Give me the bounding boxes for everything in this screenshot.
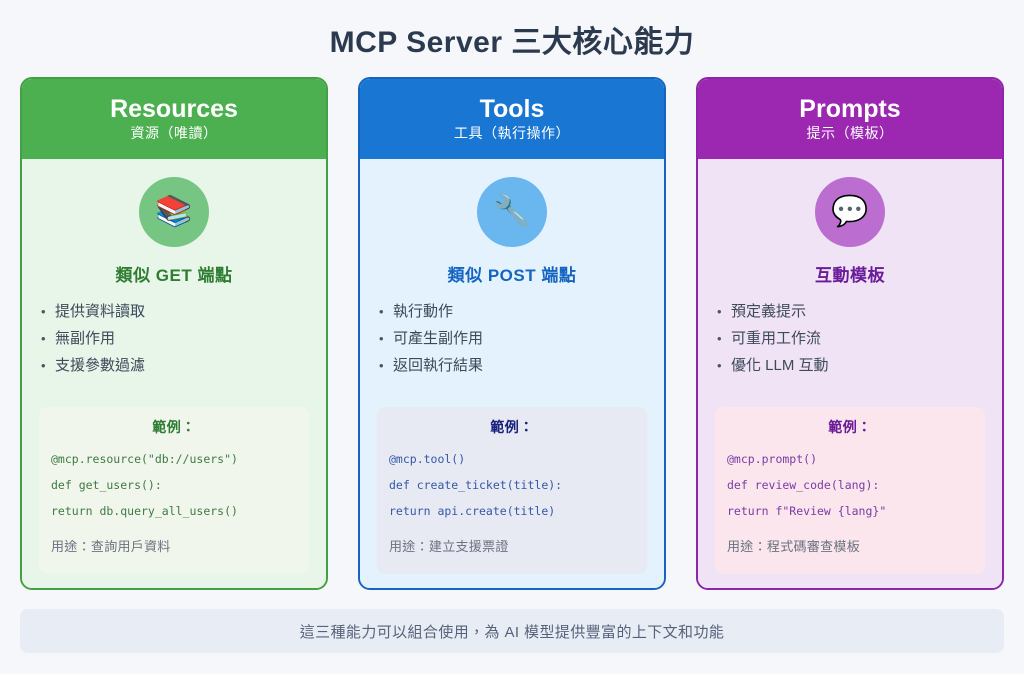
card-tools-body: 🔧 類似 POST 端點 執行動作 可產生副作用 返回執行結果 範例： @mcp… — [360, 159, 664, 588]
page-title: MCP Server 三大核心能力 — [329, 26, 695, 59]
code-line: @mcp.resource("db://users") — [51, 452, 238, 466]
card-prompts-subtitle: 互動模板 — [815, 266, 885, 285]
card-tools-title-zh: 工具（執行操作） — [454, 125, 570, 142]
card-resources-subtitle: 類似 GET 端點 — [115, 266, 233, 285]
card-resources-bullets: 提供資料讀取 無副作用 支援參數過濾 — [41, 298, 309, 379]
code-line: return api.create(title) — [389, 504, 556, 518]
card-tools-code-title: 範例： — [490, 419, 534, 435]
card-resources-code-title: 範例： — [152, 419, 196, 435]
card-resources-code-lines: @mcp.resource("db://users") def get_user… — [51, 446, 297, 524]
list-item: 可產生副作用 — [379, 325, 647, 352]
card-tools[interactable]: Tools 工具（執行操作） 🔧 類似 POST 端點 執行動作 可產生副作用 … — [358, 77, 666, 590]
books-icon: 📚 — [139, 177, 209, 247]
card-resources-body: 📚 類似 GET 端點 提供資料讀取 無副作用 支援參數過濾 範例： @mcp.… — [22, 159, 326, 588]
card-tools-title-en: Tools — [479, 94, 545, 123]
speech-balloon-icon: 💬 — [815, 177, 885, 247]
list-item: 優化 LLM 互動 — [717, 352, 985, 379]
card-tools-code-panel: 範例： @mcp.tool() def create_ticket(title)… — [377, 407, 647, 574]
card-resources-title-en: Resources — [110, 94, 238, 123]
card-resources-usage: 用途：查詢用戶資料 — [51, 539, 171, 554]
card-prompts-code-title: 範例： — [828, 419, 872, 435]
list-item: 無副作用 — [41, 325, 309, 352]
card-prompts-body: 💬 互動模板 預定義提示 可重用工作流 優化 LLM 互動 範例： @mcp.p… — [698, 159, 1002, 588]
card-tools-subtitle: 類似 POST 端點 — [447, 266, 577, 285]
card-resources-code-panel: 範例： @mcp.resource("db://users") def get_… — [39, 407, 309, 574]
card-prompts-title-en: Prompts — [799, 94, 901, 123]
card-prompts-bullets: 預定義提示 可重用工作流 優化 LLM 互動 — [717, 298, 985, 379]
card-tools-header: Tools 工具（執行操作） — [360, 79, 664, 159]
list-item: 可重用工作流 — [717, 325, 985, 352]
card-resources-title-zh: 資源（唯讀） — [130, 125, 218, 142]
card-prompts-header: Prompts 提示（模板） — [698, 79, 1002, 159]
card-prompts-icon-wrap: 💬 — [715, 177, 985, 247]
list-item: 支援參數過濾 — [41, 352, 309, 379]
footer-note: 這三種能力可以組合使用，為 AI 模型提供豐富的上下文和功能 — [20, 609, 1004, 653]
capability-cards: Resources 資源（唯讀） 📚 類似 GET 端點 提供資料讀取 無副作用… — [20, 77, 1004, 590]
list-item: 提供資料讀取 — [41, 298, 309, 325]
code-line: @mcp.tool() — [389, 452, 466, 466]
code-line: def create_ticket(title): — [389, 478, 563, 492]
card-resources-header: Resources 資源（唯讀） — [22, 79, 326, 159]
list-item: 預定義提示 — [717, 298, 985, 325]
code-line: return db.query_all_users() — [51, 504, 238, 518]
card-prompts-title-zh: 提示（模板） — [806, 125, 894, 142]
card-resources-icon-wrap: 📚 — [39, 177, 309, 247]
card-tools-bullets: 執行動作 可產生副作用 返回執行結果 — [379, 298, 647, 379]
card-prompts-code-lines: @mcp.prompt() def review_code(lang): ret… — [727, 446, 973, 524]
list-item: 返回執行結果 — [379, 352, 647, 379]
wrench-icon: 🔧 — [477, 177, 547, 247]
card-tools-code-lines: @mcp.tool() def create_ticket(title): re… — [389, 446, 635, 524]
card-tools-icon-wrap: 🔧 — [377, 177, 647, 247]
card-resources[interactable]: Resources 資源（唯讀） 📚 類似 GET 端點 提供資料讀取 無副作用… — [20, 77, 328, 590]
code-line: return f"Review {lang}" — [727, 504, 887, 518]
card-tools-usage: 用途：建立支援票證 — [389, 539, 509, 554]
card-prompts-code-panel: 範例： @mcp.prompt() def review_code(lang):… — [715, 407, 985, 574]
code-line: def review_code(lang): — [727, 478, 880, 492]
code-line: def get_users(): — [51, 478, 162, 492]
card-prompts[interactable]: Prompts 提示（模板） 💬 互動模板 預定義提示 可重用工作流 優化 LL… — [696, 77, 1004, 590]
code-line: @mcp.prompt() — [727, 452, 818, 466]
card-prompts-usage: 用途：程式碼審查模板 — [727, 539, 861, 554]
list-item: 執行動作 — [379, 298, 647, 325]
